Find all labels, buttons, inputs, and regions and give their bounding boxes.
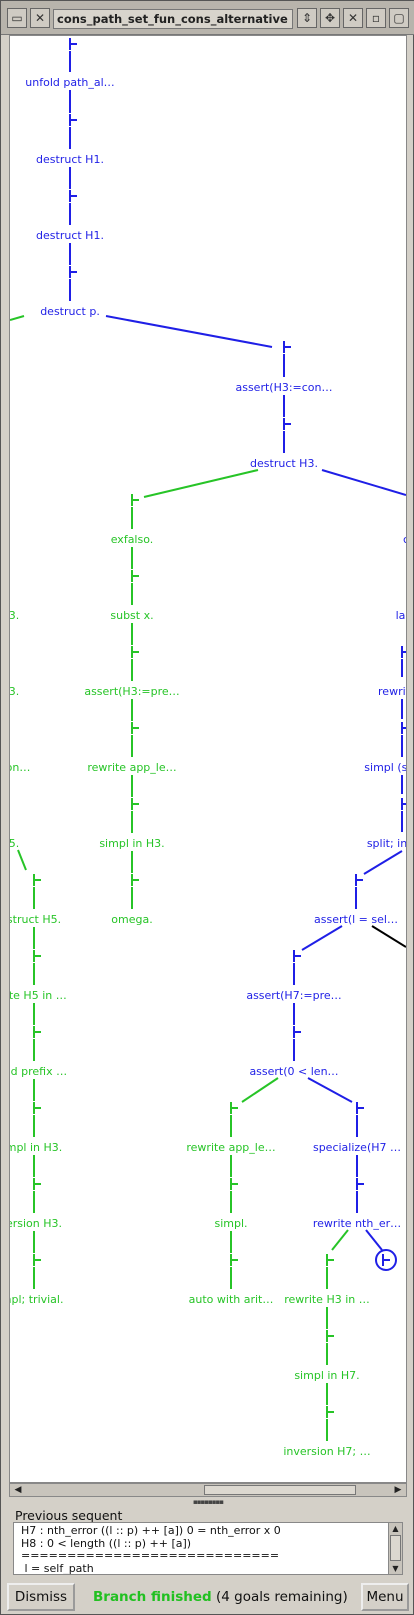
- horizontal-scroll-thumb[interactable]: [204, 1485, 356, 1495]
- branch-finished-text: Branch finished: [93, 1589, 212, 1605]
- tactic-label[interactable]: destruct H1.: [36, 153, 104, 166]
- tactic-label[interactable]: 5.: [10, 837, 19, 850]
- tactic-label[interactable]: split; in: [367, 837, 407, 850]
- scroll-left-icon[interactable]: ◀: [14, 1485, 22, 1495]
- dismiss-button[interactable]: Dismiss: [7, 1583, 75, 1611]
- tactic-label[interactable]: on…: [10, 761, 30, 774]
- sequent-display: H7 : nth_error ((l :: p) ++ [a]) 0 = nth…: [13, 1522, 403, 1575]
- tactic-label[interactable]: c: [403, 533, 407, 546]
- previous-sequent-label: Previous sequent: [15, 1508, 123, 1523]
- tactic-label[interactable]: inversion H7; …: [283, 1445, 370, 1458]
- tactic-label[interactable]: simpl in H3.: [99, 837, 164, 850]
- close-x-icon[interactable]: ✕: [30, 8, 50, 28]
- tactic-label[interactable]: assert(l = sel…: [314, 913, 398, 926]
- window-menu-icon[interactable]: ▭: [7, 8, 27, 28]
- tactic-label[interactable]: 3.: [10, 685, 19, 698]
- tree-edge: [241, 1077, 279, 1103]
- tactic-label[interactable]: simpl in H7.: [294, 1369, 359, 1382]
- tree-edge: [331, 1229, 349, 1251]
- tactic-label[interactable]: rewrite H3 in …: [284, 1293, 370, 1306]
- tactic-label[interactable]: auto with arit…: [189, 1293, 274, 1306]
- maximize-icon[interactable]: ✥: [320, 8, 340, 28]
- tree-edge: [105, 315, 273, 348]
- shade-icon[interactable]: ⇕: [297, 8, 317, 28]
- menu-button[interactable]: Menu: [361, 1583, 409, 1611]
- scroll-down-icon[interactable]: ▼: [392, 1564, 399, 1573]
- vertical-scrollbar[interactable]: ▲ ▼: [388, 1523, 402, 1574]
- tactic-label[interactable]: assert(H3:=pre…: [84, 685, 179, 698]
- tree-edge: [301, 925, 343, 951]
- tree-edge: [143, 469, 259, 498]
- tactic-label[interactable]: mpl in H3.: [10, 1141, 62, 1154]
- tactic-label[interactable]: destruct p.: [40, 305, 100, 318]
- tactic-label[interactable]: specialize(H7 …: [313, 1141, 401, 1154]
- horizontal-scrollbar[interactable]: ◀ ▶: [9, 1483, 407, 1497]
- bottom-bar: Dismiss Branch finished (4 goals remaini…: [1, 1579, 414, 1615]
- proof-tree-graph[interactable]: unfold path_al… destruct H1. destruct H1. d…: [10, 36, 407, 1483]
- goals-remaining-text: (4 goals remaining): [211, 1589, 348, 1605]
- sequent-line: H8 : 0 < length ((l :: p) ++ [a]): [21, 1537, 192, 1550]
- tree-edge: [307, 1077, 353, 1103]
- tactic-label[interactable]: rewrite app_le…: [87, 761, 176, 774]
- tactic-label[interactable]: rite H5 in …: [10, 989, 67, 1002]
- proof-tree-canvas[interactable]: unfold path_al… destruct H1. destruct H1. d…: [9, 35, 407, 1483]
- tactic-label[interactable]: exfalso.: [111, 533, 154, 546]
- tree-edge: [10, 315, 25, 321]
- tactic-label[interactable]: struct H5.: [10, 913, 61, 926]
- sequent-line: H7 : nth_error ((l :: p) ++ [a]) 0 = nth…: [21, 1524, 281, 1537]
- tactic-label[interactable]: 3.: [10, 609, 19, 622]
- restore-icon[interactable]: ▢: [389, 8, 409, 28]
- tree-edge: [321, 469, 406, 496]
- tactic-label[interactable]: assert(0 < len…: [249, 1065, 338, 1078]
- tactic-label[interactable]: npl; trivial.: [10, 1293, 63, 1306]
- sequent-goal: l = self_path: [21, 1562, 94, 1575]
- tactic-label[interactable]: rewrite app_le…: [186, 1141, 275, 1154]
- tactic-label[interactable]: old prefix …: [10, 1065, 67, 1078]
- tree-edge: [363, 850, 403, 875]
- close-icon[interactable]: ✕: [343, 8, 363, 28]
- scroll-up-icon[interactable]: ▲: [392, 1524, 399, 1533]
- tactic-label[interactable]: rewrite nth_er…: [313, 1217, 401, 1230]
- tree-edge: [371, 925, 406, 948]
- tree-edge: [365, 1229, 383, 1251]
- open-goal-icon[interactable]: [375, 1249, 397, 1271]
- status-message: Branch finished (4 goals remaining): [93, 1589, 348, 1605]
- tactic-label[interactable]: ersion H3.: [10, 1217, 62, 1230]
- pane-resize-grip[interactable]: ▪▪▪▪▪▪▪▪: [193, 1498, 224, 1506]
- tactic-label[interactable]: assert(H3:=con…: [235, 381, 332, 394]
- tactic-label[interactable]: unfold path_al…: [25, 76, 114, 89]
- tactic-label[interactable]: rewrite s: [378, 685, 407, 698]
- minimize-icon[interactable]: ▫: [366, 8, 386, 28]
- tactic-label[interactable]: destruct H1.: [36, 229, 104, 242]
- tactic-label[interactable]: assert(H7:=pre…: [246, 989, 341, 1002]
- title-bar: ▭ ✕ cons_path_set_fun_cons_alternative p…: [1, 1, 414, 35]
- vertical-scroll-thumb[interactable]: [390, 1535, 401, 1561]
- sequent-separator: ============================: [21, 1549, 280, 1562]
- tactic-label[interactable]: lap: [396, 609, 407, 622]
- tactic-label[interactable]: omega.: [111, 913, 152, 926]
- scroll-right-icon[interactable]: ▶: [394, 1485, 402, 1495]
- tactic-label[interactable]: simpl.: [214, 1217, 247, 1230]
- tree-edge: [17, 849, 27, 871]
- tactic-label[interactable]: simpl (sk: [364, 761, 407, 774]
- tactic-label[interactable]: destruct H3.: [250, 457, 318, 470]
- tactic-label[interactable]: subst x.: [110, 609, 153, 622]
- window-title: cons_path_set_fun_cons_alternative proof…: [53, 9, 293, 29]
